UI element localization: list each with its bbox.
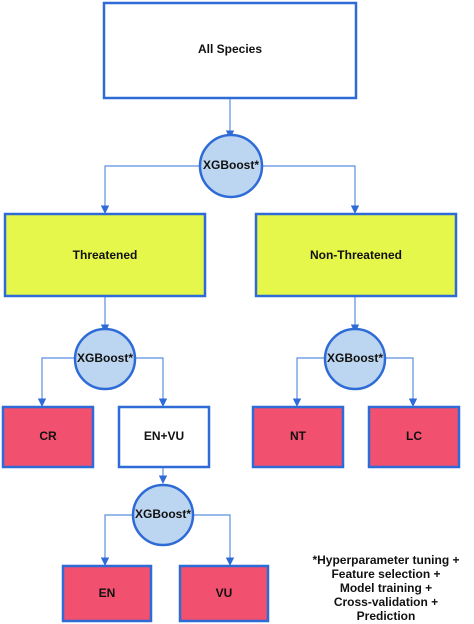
- footnote-line: Cross-validation +: [333, 595, 439, 609]
- node-xgboost-non-threatened: XGBoost*: [323, 327, 387, 391]
- connector-classifier-2-to-en-vu: [134, 357, 168, 407]
- footnote-line: *Hyperparameter tuning +: [312, 553, 460, 567]
- node-vu-label: VU: [216, 586, 233, 600]
- connector-classifier-4-to-en: [100, 514, 133, 566]
- node-all-species-label: All Species: [198, 42, 262, 56]
- connectors: [37, 98, 418, 566]
- node-threatened: Threatened: [3, 212, 207, 298]
- node-non-threatened: Non-Threatened: [254, 212, 458, 298]
- connector-classifier-4-to-vu: [193, 514, 235, 566]
- node-cr: CR: [1, 405, 95, 469]
- node-xgboost-en-vu-label: XGBoost*: [135, 507, 191, 521]
- node-non-threatened-label: Non-Threatened: [310, 248, 402, 262]
- node-nt-label: NT: [290, 429, 307, 443]
- footnote-line: Model training +: [339, 581, 433, 595]
- node-xgboost-en-vu: XGBoost*: [131, 483, 195, 547]
- footnote: *Hyperparameter tuning + Feature selecti…: [300, 553, 472, 623]
- node-xgboost-threatened-label: XGBoost*: [77, 351, 133, 365]
- connector-classifier-3-to-lc: [384, 357, 418, 407]
- node-xgboost-non-threatened-label: XGBoost*: [327, 351, 383, 365]
- connector-classifier-3-to-nt: [292, 357, 326, 407]
- node-vu: VU: [178, 564, 270, 623]
- node-all-species: All Species: [102, 1, 358, 100]
- footnote-line: Feature selection +: [331, 567, 441, 581]
- node-en: EN: [61, 564, 153, 623]
- connector-classifier-1-to-threatened: [100, 165, 200, 214]
- node-lc-label: LC: [406, 429, 422, 443]
- node-cr-label: CR: [39, 429, 57, 443]
- node-nt: NT: [251, 405, 345, 469]
- node-xgboost-level-1-label: XGBoost*: [203, 158, 259, 172]
- node-lc: LC: [367, 405, 461, 469]
- node-xgboost-level-1: XGBoost*: [198, 133, 264, 199]
- node-en-vu-label: EN+VU: [144, 429, 184, 443]
- node-xgboost-threatened: XGBoost*: [73, 327, 137, 391]
- node-en-label: EN: [99, 586, 116, 600]
- connector-classifier-2-to-cr: [37, 357, 76, 407]
- node-threatened-label: Threatened: [73, 248, 138, 262]
- connector-classifier-1-to-non-threatened: [262, 165, 360, 214]
- node-en-vu: EN+VU: [117, 405, 211, 469]
- footnote-line: Prediction: [356, 609, 416, 623]
